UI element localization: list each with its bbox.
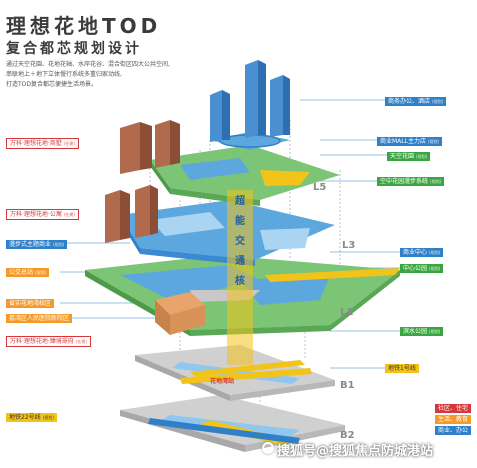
label-bus-terminal: 公交总站(规划)	[6, 268, 50, 277]
school-hospital-blocks	[155, 292, 205, 335]
page-title: 理想花地TOD	[6, 14, 162, 38]
traffic-core-label: 超 能 交 通 核	[235, 196, 245, 287]
level-l3-marker: L3	[342, 240, 356, 251]
watermark: 搜狐号@搜狐焦点防城港站	[277, 444, 434, 459]
label-hospital: 荔湾区人民医院新院区	[6, 314, 73, 323]
legend-item: 生活、教育	[395, 415, 471, 424]
intro-line: 串联地上＋地下立体慢行系统多重归家动线,	[6, 71, 122, 78]
label-station: 花地湾站	[210, 378, 235, 385]
level-l1-marker: L1	[340, 307, 354, 318]
intro-text: 通过天空花園、花地花轴、水岸花谷、混合街区四大公共空间, 串联地上＋地下立体慢行…	[6, 60, 206, 90]
label-office-hotel: 商务办公、酒店(规划)	[385, 97, 447, 106]
legend: 社区、住宅 生活、教育 商业、办公	[395, 404, 471, 437]
level-b1-marker: B1	[340, 380, 355, 391]
office-towers	[210, 60, 290, 142]
label-mall-walk: 漫步式主题商业(规划)	[6, 240, 68, 249]
traffic-core-corridor	[227, 190, 253, 365]
label-vanke-shop: 万科·理想花地·商墅(在建)	[6, 138, 79, 149]
page-subtitle: 复合都芯规划设计	[6, 41, 142, 57]
label-commercial-center: 商业中心(规划)	[400, 248, 444, 257]
intro-line: 打造TOD复合都芯便捷生活场景。	[6, 81, 98, 88]
level-l5-marker: L5	[313, 182, 327, 193]
label-metro-22: 地铁22号线(规划)	[6, 413, 57, 422]
label-center-park: 中心公园(规划)	[400, 264, 444, 273]
label-water-park: 滨水公园(规划)	[400, 327, 444, 336]
label-sky-garden: 天空花園(规划)	[387, 152, 431, 161]
label-mall-anchor: 商业MALL主力店(规划)	[377, 137, 443, 146]
label-vanke-residence: 万科·理想花地·臻境璟府(在建)	[6, 336, 91, 347]
legend-item: 社区、住宅	[395, 404, 471, 413]
label-vanke-commercial: 万科·理想花地·公寓(在建)	[6, 209, 79, 220]
sohu-logo-icon	[262, 442, 274, 454]
metro-tunnels	[148, 368, 312, 444]
intro-line: 通过天空花園、花地花轴、水岸花谷、混合街区四大公共空间,	[6, 61, 170, 68]
residential-towers-upper	[120, 120, 180, 174]
legend-item: 商业、办公	[395, 426, 471, 435]
label-sky-walk: 空中花园漫步系统(规划)	[377, 177, 445, 186]
level-b2-marker: B2	[340, 430, 355, 441]
l5-platform	[150, 145, 340, 206]
residential-towers-middle	[105, 185, 158, 243]
label-school: 省实花地湾校区	[6, 299, 55, 308]
label-metro-1: 地铁1号线	[385, 364, 419, 373]
